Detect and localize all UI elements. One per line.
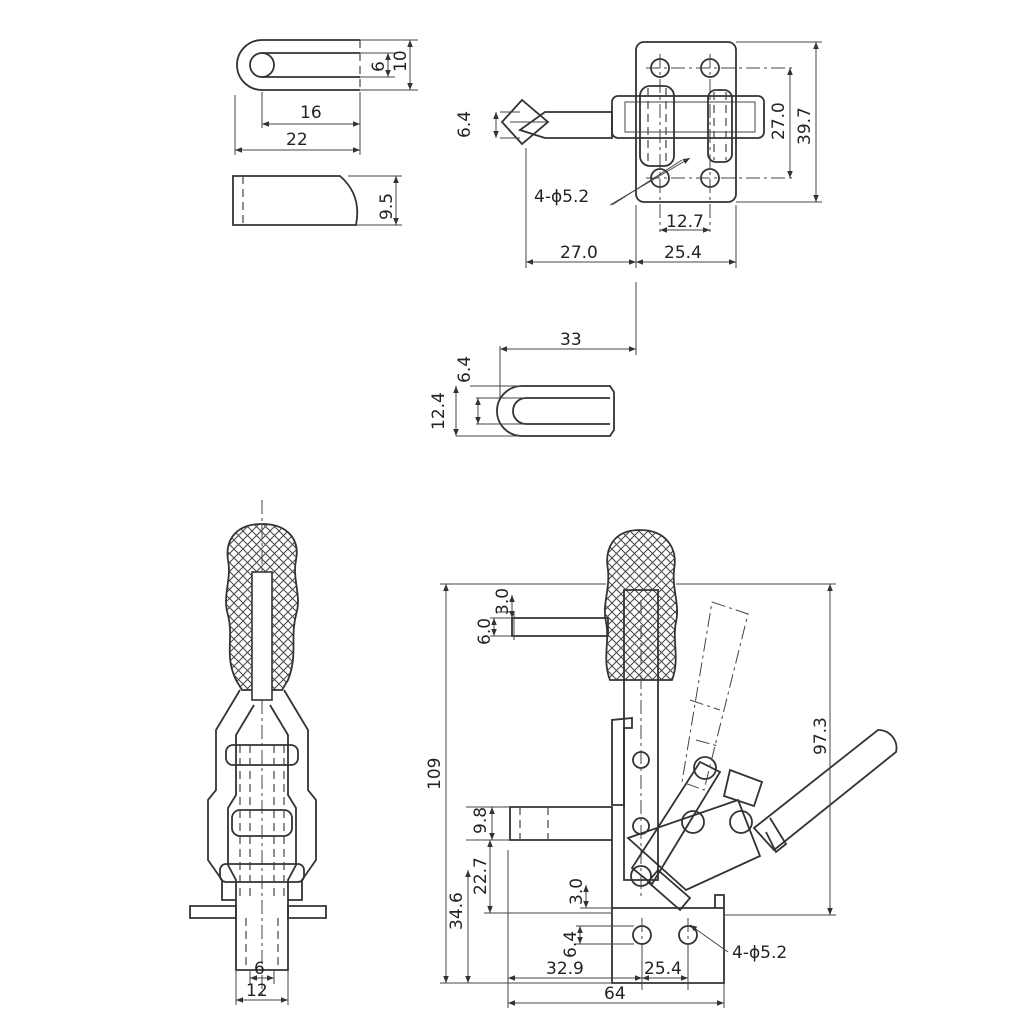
tip-top-view: 6 10 16 22 xyxy=(234,39,418,155)
spindle-view: 33 6.4 12.4 xyxy=(429,282,637,437)
dim-tip-width: 10 xyxy=(391,50,411,72)
dim-total-height: 34.6 xyxy=(447,892,467,930)
dim-base-hole-spacing-h: 12.7 xyxy=(666,212,704,232)
dim-tip-slot-width: 6 xyxy=(369,61,389,72)
label-side-holes: 4-ϕ5.2 xyxy=(732,943,787,963)
dim-open-handle-height: 97.3 xyxy=(811,717,831,755)
dim-tip-slot-length: 16 xyxy=(300,103,322,123)
dim-arm-reach: 27.0 xyxy=(560,243,598,263)
dim-spindle-width: 12.4 xyxy=(429,392,449,430)
dim-top-handle-eye: 6.4 xyxy=(455,111,475,138)
dim-base-hole-spacing-v: 27.0 xyxy=(769,102,789,140)
dim-overall-length: 64 xyxy=(604,984,626,1004)
clamp-front-view: 6 12 xyxy=(189,500,327,1005)
dim-overall-height: 109 xyxy=(425,758,445,790)
dim-side-tip-thickness: 3.0 xyxy=(493,588,513,615)
clamp-plan-view: 6.4 27.0 39.7 4-ϕ5.2 12.7 27.0 25.4 xyxy=(455,41,822,268)
dim-spindle-offset: 33 xyxy=(560,330,582,350)
tip-side-view: 9.5 xyxy=(232,175,402,226)
dim-tip-length: 22 xyxy=(286,130,308,150)
dim-base-plate-height: 9.8 xyxy=(471,807,491,834)
dim-tip-side-height: 9.5 xyxy=(377,193,397,220)
dim-front-width: 12 xyxy=(246,981,268,1001)
dim-spindle-reach: 32.9 xyxy=(546,959,584,979)
clamp-side-view: 109 97.3 6.0 3.0 9.8 22.7 34.6 3.0 6.4 3… xyxy=(425,529,898,1008)
dim-base-width: 25.4 xyxy=(664,243,702,263)
dim-front-slot: 6 xyxy=(254,959,265,979)
dim-pivot-height: 22.7 xyxy=(471,857,491,895)
dim-side-hole-spacing: 25.4 xyxy=(644,959,682,979)
dim-spindle-slot: 6.4 xyxy=(455,356,475,383)
dim-side-tip-height: 6.0 xyxy=(475,618,495,645)
dim-base-height: 39.7 xyxy=(795,107,815,145)
label-top-holes: 4-ϕ5.2 xyxy=(534,187,589,207)
dim-side-hole-slot: 6.4 xyxy=(561,931,581,958)
dim-plate-thickness: 3.0 xyxy=(567,878,587,905)
